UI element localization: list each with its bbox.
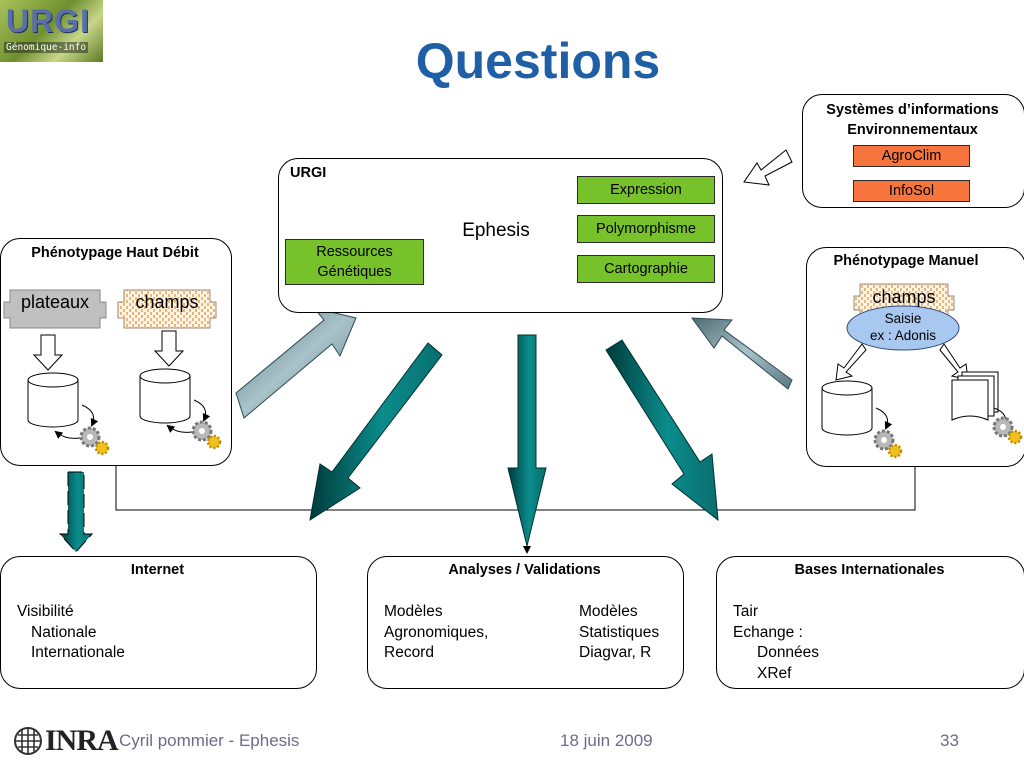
manual-box bbox=[806, 247, 1024, 467]
sie-title-line: Environnementaux bbox=[847, 122, 978, 138]
logo-sub-text: Génomique-info bbox=[4, 42, 89, 53]
database-icon bbox=[139, 368, 191, 424]
internet-line: Visibilité bbox=[17, 603, 74, 620]
arrow-to-international bbox=[605, 339, 719, 522]
documents-icon bbox=[951, 371, 999, 421]
plateaux-label: plateaux bbox=[20, 292, 90, 312]
expression-box: Expression bbox=[577, 176, 715, 204]
internet-line: Nationale bbox=[31, 623, 97, 641]
international-line: Echange : bbox=[733, 623, 803, 641]
analyses-title: Analyses / Validations bbox=[448, 562, 601, 578]
down-arrow-icon bbox=[153, 330, 185, 367]
saisie-label: Saisie ex : Adonis bbox=[847, 310, 959, 344]
analyses-col2: Modèles Statistiques Diagvar, R bbox=[579, 602, 659, 664]
inra-logo-text: INRA bbox=[45, 724, 119, 757]
database-icon bbox=[821, 380, 873, 436]
inra-logo-icon bbox=[14, 727, 42, 755]
ressources-genetiques-box: Ressources Génétiques bbox=[285, 239, 424, 285]
manual-title: Phénotypage Manuel bbox=[833, 253, 979, 269]
analyses-line: Modèles bbox=[579, 603, 638, 620]
urgi-label: URGI bbox=[290, 165, 327, 181]
down-arrow-icon bbox=[32, 334, 64, 371]
arrow-to-analyses bbox=[507, 334, 547, 547]
database-icon bbox=[27, 372, 79, 428]
sie-arrow bbox=[743, 149, 793, 186]
arrow-to-urgi-left bbox=[235, 307, 357, 419]
arrow-to-internet bbox=[58, 471, 94, 553]
saisie-line: ex : Adonis bbox=[869, 328, 937, 343]
champs-shape-left bbox=[117, 289, 217, 329]
analyses-col1: Modèles Agronomiques, Record bbox=[384, 602, 488, 664]
international-line: Données bbox=[757, 644, 820, 661]
plateaux-shape bbox=[3, 289, 107, 329]
footer-date: 18 juin 2009 bbox=[560, 731, 653, 750]
agroclim-box: AgroClim bbox=[853, 145, 970, 167]
ressources-line: Ressources bbox=[316, 244, 393, 260]
internet-box bbox=[0, 556, 317, 689]
analyses-line: Agronomiques, bbox=[384, 623, 489, 641]
analyses-box bbox=[367, 556, 684, 689]
international-text: Tair Echange : Données XRef bbox=[733, 602, 819, 684]
international-line: XRef bbox=[757, 664, 792, 682]
arrow-left-down-icon bbox=[835, 343, 867, 381]
infosol-box: InfoSol bbox=[853, 180, 970, 202]
champs-label-left: champs bbox=[135, 292, 199, 312]
urgi-logo: URGI Génomique-info bbox=[0, 0, 103, 62]
footer-author: Cyril pommier - Ephesis bbox=[119, 731, 300, 750]
international-box bbox=[716, 556, 1024, 689]
high-throughput-box bbox=[0, 238, 232, 466]
ephesis-label: Ephesis bbox=[462, 220, 530, 241]
analyses-line: Statistiques bbox=[579, 623, 660, 641]
internet-line: Internationale bbox=[31, 644, 125, 661]
international-line: Tair bbox=[733, 603, 758, 620]
polymorphisme-box: Polymorphisme bbox=[577, 215, 715, 243]
gear-icon bbox=[992, 416, 1023, 445]
arrow-to-urgi-right bbox=[690, 317, 793, 390]
ressources-line: Génétiques bbox=[317, 264, 392, 280]
gear-icon bbox=[873, 429, 903, 459]
gear-icon bbox=[191, 420, 222, 450]
arrow-to-internet-from-urgi bbox=[309, 342, 443, 522]
international-title: Bases Internationales bbox=[794, 562, 945, 578]
internet-title: Internet bbox=[130, 562, 185, 578]
sie-title-line: Systèmes d’informations bbox=[826, 102, 999, 118]
cartographie-box: Cartographie bbox=[577, 255, 715, 283]
footer-page-number: 33 bbox=[940, 731, 959, 750]
analyses-line: Diagvar, R bbox=[579, 644, 652, 661]
gear-icon bbox=[79, 426, 110, 456]
analyses-line: Record bbox=[384, 644, 434, 661]
high-throughput-title: Phénotypage Haut Débit bbox=[31, 245, 199, 261]
saisie-line: Saisie bbox=[884, 311, 922, 326]
sie-title: Systèmes d’informations Environnementaux bbox=[802, 100, 1023, 140]
internet-text: Visibilité Nationale Internationale bbox=[17, 602, 125, 664]
champs-label-right: champs bbox=[872, 287, 936, 307]
saisie-ellipse bbox=[846, 305, 960, 351]
logo-main-text: URGI bbox=[6, 3, 90, 39]
page-title: Questions bbox=[415, 33, 661, 89]
analyses-line: Modèles bbox=[384, 603, 443, 620]
connector-line bbox=[115, 466, 916, 511]
